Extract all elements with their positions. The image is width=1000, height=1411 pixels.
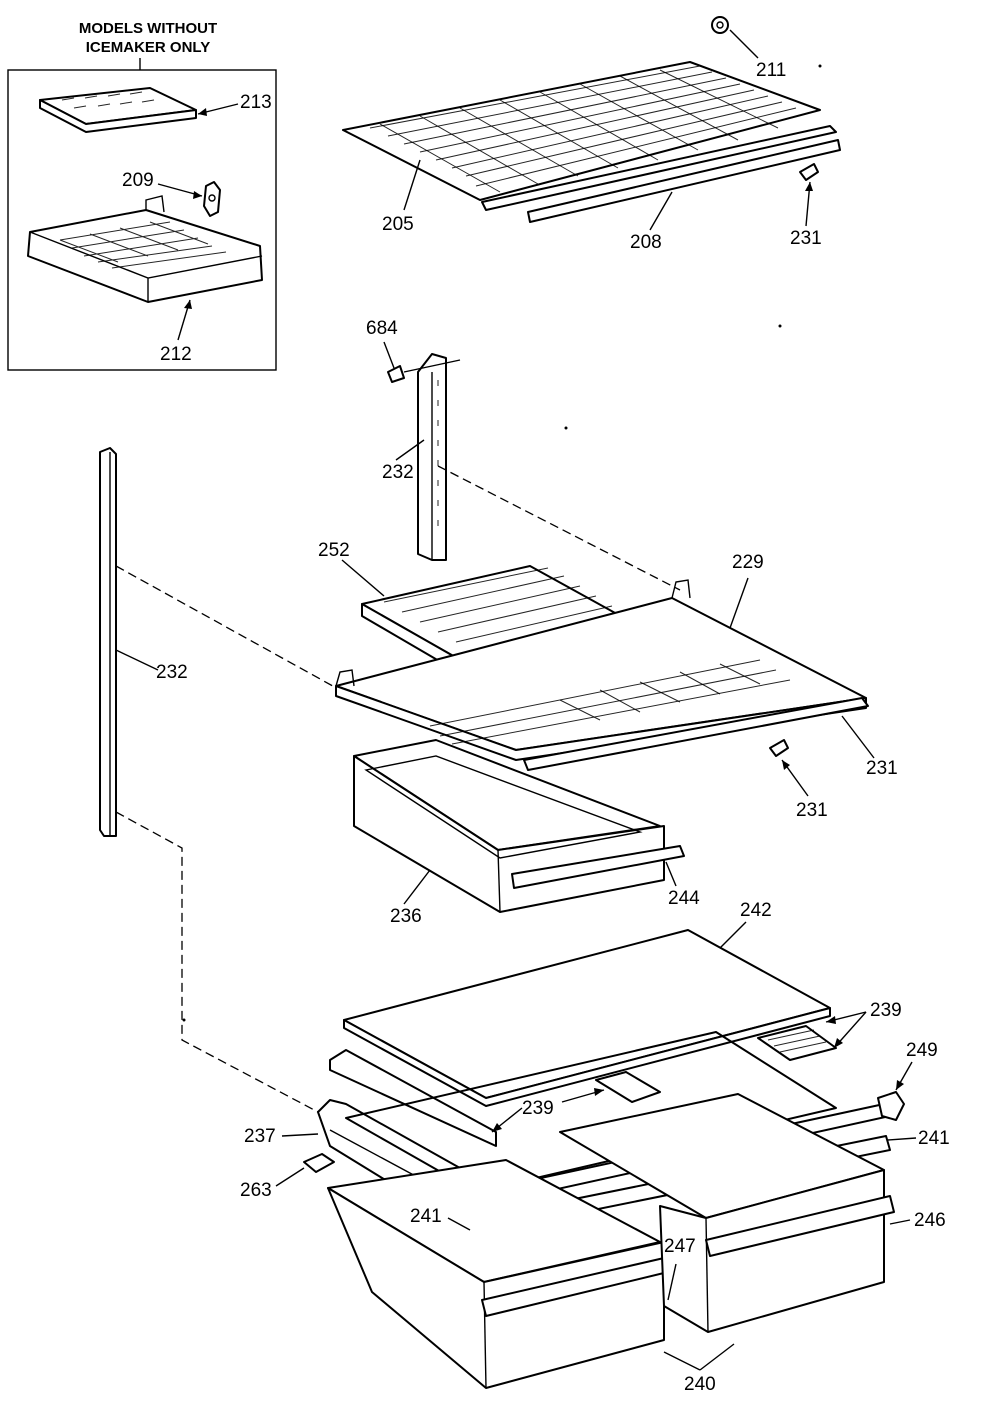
label-212: 212 bbox=[160, 344, 192, 365]
ice-bin-212 bbox=[27, 195, 263, 303]
label-241-left: 241 bbox=[410, 1206, 442, 1227]
label-249: 249 bbox=[906, 1040, 938, 1061]
label-229: 229 bbox=[732, 552, 764, 573]
inset-frame bbox=[7, 69, 277, 371]
inset-title-line2: ICEMAKER ONLY bbox=[86, 39, 210, 56]
label-213: 213 bbox=[240, 92, 272, 113]
drawer-247 bbox=[327, 1159, 669, 1389]
wire-shelf-205 bbox=[342, 61, 841, 223]
label-237: 237 bbox=[244, 1126, 276, 1147]
label-209: 209 bbox=[122, 170, 154, 191]
bracket-239-center bbox=[595, 1071, 661, 1103]
label-240: 240 bbox=[684, 1374, 716, 1395]
label-211: 211 bbox=[756, 60, 786, 81]
clip-231-mid bbox=[769, 739, 789, 757]
stop-211 bbox=[711, 16, 729, 34]
label-252: 252 bbox=[318, 540, 350, 561]
label-239-right: 239 bbox=[870, 1000, 902, 1021]
label-247: 247 bbox=[664, 1236, 696, 1257]
label-236: 236 bbox=[390, 906, 422, 927]
meat-pan-236 bbox=[353, 739, 665, 913]
label-244: 244 bbox=[668, 888, 700, 909]
glass-shelf-242 bbox=[343, 929, 831, 1107]
label-231-mid: 231 bbox=[866, 758, 898, 779]
label-231-lower: 231 bbox=[796, 800, 828, 821]
label-208: 208 bbox=[630, 232, 662, 253]
label-263: 263 bbox=[240, 1180, 272, 1201]
standard-232-center bbox=[417, 353, 447, 561]
clip-263 bbox=[303, 1153, 335, 1173]
icemaker-inset: MODELS WITHOUT ICEMAKER ONLY 213 209 212 bbox=[7, 20, 277, 371]
pan-handle-244 bbox=[511, 845, 685, 889]
bracket-239-right bbox=[757, 1025, 837, 1061]
shelf-trim-208 bbox=[481, 125, 837, 211]
ice-tray-213 bbox=[39, 87, 197, 133]
label-231-top: 231 bbox=[790, 228, 822, 249]
label-232-center: 232 bbox=[382, 462, 414, 483]
label-241-right: 241 bbox=[918, 1128, 950, 1149]
drawer-246 bbox=[559, 1093, 895, 1333]
label-239-center: 239 bbox=[522, 1098, 554, 1119]
label-232-left: 232 bbox=[156, 662, 188, 683]
label-205: 205 bbox=[382, 214, 414, 235]
standard-232-left bbox=[99, 447, 117, 837]
screw-684 bbox=[387, 359, 461, 383]
bracket-209 bbox=[203, 181, 221, 217]
label-684: 684 bbox=[366, 318, 398, 339]
hinge-249 bbox=[877, 1091, 905, 1121]
clip-231-top bbox=[799, 163, 819, 181]
crisper-cover-229 bbox=[335, 579, 869, 771]
label-242: 242 bbox=[740, 900, 772, 921]
label-246: 246 bbox=[914, 1210, 946, 1231]
inset-title-line1: MODELS WITHOUT bbox=[79, 20, 217, 37]
